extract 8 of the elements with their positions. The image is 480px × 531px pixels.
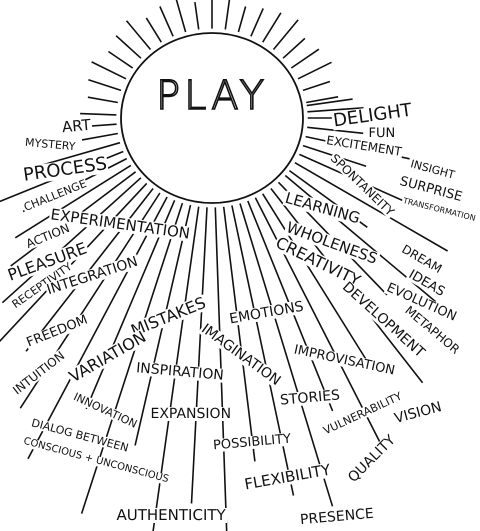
word-label: EXPANSION: [150, 407, 232, 421]
word-label: PRESENCE: [298, 506, 376, 528]
word-label: POSSIBILITY: [212, 432, 293, 452]
word-label: MYSTERY: [23, 136, 76, 152]
title-word: PLAY: [156, 73, 268, 119]
word-label: FUN: [368, 126, 396, 140]
word-label: AUTHENTICITY: [116, 508, 227, 522]
word-label: ART: [60, 117, 92, 135]
